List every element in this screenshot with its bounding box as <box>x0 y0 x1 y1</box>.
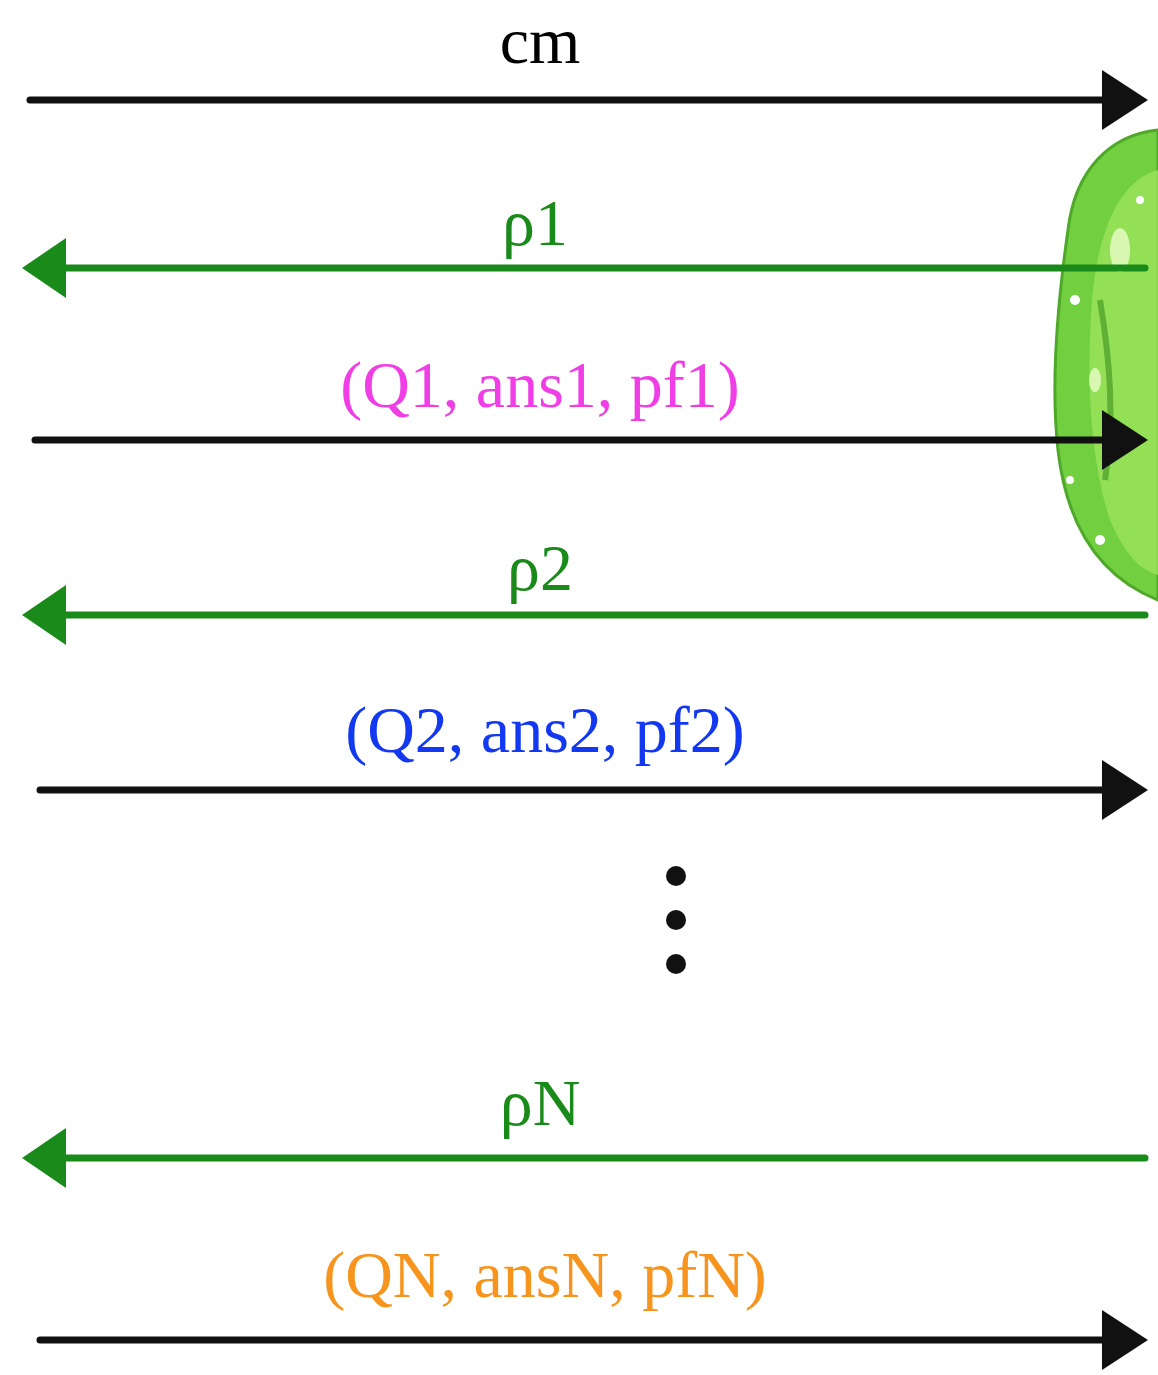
randomness-label: ρ1 <box>502 190 568 256</box>
message-arrows <box>22 70 1148 1370</box>
message-label: cm <box>500 8 581 74</box>
ellipsis-dots <box>666 866 686 974</box>
query-answer-label: (Q1, ans1, pf1) <box>340 352 740 418</box>
portal-illustration <box>1055 130 1158 600</box>
query-answer-label: (Q2, ans2, pf2) <box>345 697 745 763</box>
query-answer-label: (QN, ansN, pfN) <box>323 1242 767 1308</box>
randomness-label: ρ2 <box>507 535 573 601</box>
randomness-label: ρN <box>500 1070 581 1136</box>
